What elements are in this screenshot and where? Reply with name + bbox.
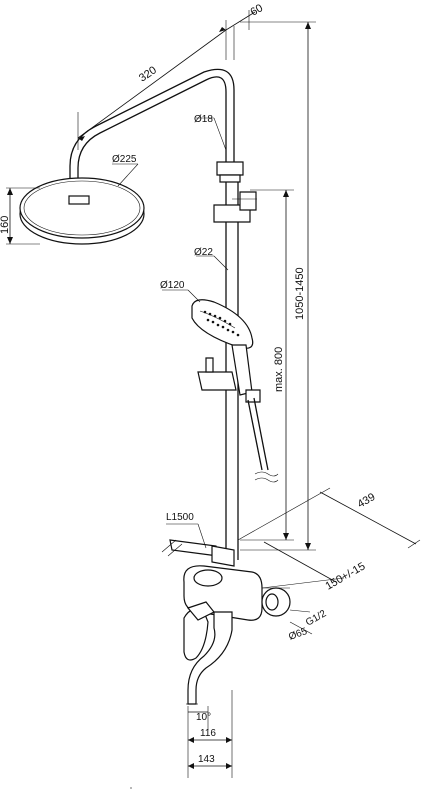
label-wall-distance: 150+/-15 bbox=[324, 560, 368, 592]
label-spout-angle: 10° bbox=[196, 712, 211, 723]
label-pipe-upper-diameter: Ø18 bbox=[194, 114, 213, 125]
label-arm-offset: 60 bbox=[249, 2, 266, 19]
wall-flange bbox=[261, 587, 291, 617]
label-hose-length: L1500 bbox=[166, 512, 194, 523]
label-thread: G1/2 bbox=[304, 608, 329, 629]
riser-bracket bbox=[213, 191, 257, 223]
leader-lines bbox=[112, 117, 313, 635]
label-head-height: 160 bbox=[0, 216, 11, 234]
label-mixer-width: 143 bbox=[198, 754, 215, 765]
dim-depth bbox=[237, 487, 421, 549]
label-pipe-lower-diameter: Ø22 bbox=[194, 247, 213, 258]
dim-arm-length bbox=[77, 20, 227, 150]
label-spout-width: 116 bbox=[200, 728, 216, 739]
label-depth: 439 bbox=[356, 491, 378, 511]
dim-bottom bbox=[130, 690, 233, 789]
shower-arm bbox=[69, 68, 244, 198]
label-flange-diameter: Ø65 bbox=[287, 626, 309, 643]
dim-head-height bbox=[6, 187, 40, 245]
dim-wall-distance bbox=[261, 541, 345, 589]
label-head-diameter: Ø225 bbox=[112, 154, 137, 165]
label-slider-max: max. 800 bbox=[273, 347, 285, 392]
dim-arm-offset bbox=[225, 10, 256, 60]
slide-holder bbox=[197, 357, 261, 403]
label-hand-shower-diameter: Ø120 bbox=[160, 280, 185, 291]
dim-slider-max bbox=[240, 189, 294, 541]
tub-spout bbox=[186, 611, 233, 705]
mixer-lever bbox=[183, 601, 215, 661]
shower-hose bbox=[247, 397, 279, 483]
mixer-body bbox=[161, 539, 263, 621]
label-height-range: 1050-1450 bbox=[294, 267, 306, 320]
overhead-shower-head bbox=[19, 177, 145, 245]
